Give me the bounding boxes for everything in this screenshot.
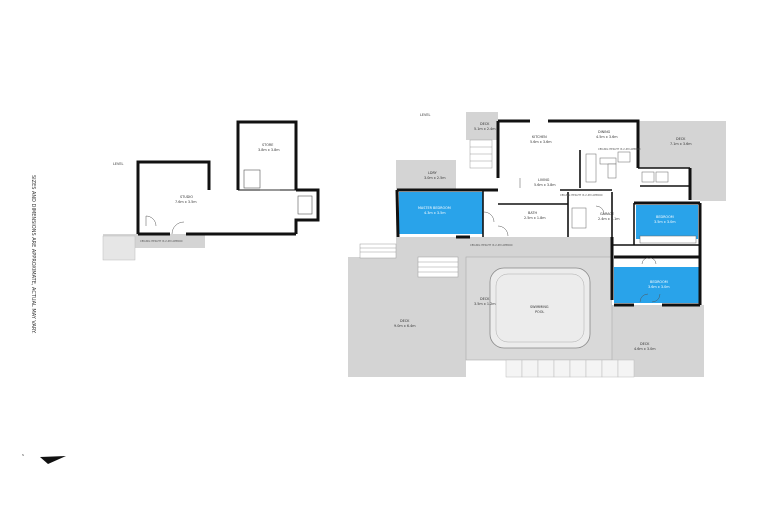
- bedroom-a: [636, 205, 698, 239]
- left-walls: [136, 120, 320, 236]
- level-label-left: LEVEL: [113, 162, 123, 166]
- north-arrow: N: [22, 453, 66, 464]
- room-dims-dining: 4.5m x 3.6m: [596, 135, 618, 139]
- room-dims-bath: 2.5m x 1.8m: [524, 216, 546, 220]
- studio-floor: [138, 122, 318, 234]
- left-building: LEVEL CEILING HEIGHT IS 2.4M APPROX STOR…: [102, 120, 320, 261]
- room-name-store: STORE: [262, 143, 273, 147]
- room-dims-bedroom-a: 3.5m x 3.0m: [654, 220, 676, 224]
- room-dims-master-bedroom: 4.3m x 3.5m: [424, 211, 446, 215]
- room-name-swimming-pool: SWIMMING: [530, 305, 549, 309]
- north-arrow-icon: [40, 456, 66, 464]
- room-name-master-bedroom: MASTER BEDROOM: [418, 206, 451, 210]
- room-dims-store: 3.8m x 3.8m: [258, 148, 280, 152]
- door-swing-left: [145, 215, 157, 227]
- kitchen-fixtures: [571, 151, 697, 244]
- compass-label: N: [22, 453, 24, 457]
- room-name-dining: DINING: [598, 130, 611, 134]
- room-dims-bedroom-b: 3.6m x 3.0m: [648, 285, 670, 289]
- room-name-studio: STUDIO: [180, 195, 193, 199]
- room-dims-deck-right: 7.1m x 3.6m: [670, 142, 692, 146]
- ceiling-note-mid: CEILING HEIGHT IS 2.4M APPROX: [560, 193, 603, 197]
- bedroom-b: [614, 267, 700, 303]
- room-name-living: LIVING: [538, 178, 550, 182]
- deck-mid-strip: [396, 237, 611, 257]
- level-label-right: LEVEL: [420, 113, 430, 117]
- room-name-deck-big: DECK: [400, 319, 410, 323]
- deck-left-strip: [396, 160, 456, 190]
- interior-walls: [482, 150, 700, 246]
- room-dims-studio: 7.6m x 3.5m: [175, 200, 197, 204]
- room-dims-deck-big: 9.0m x 6.4m: [394, 324, 416, 328]
- room-dims-deck-br: 4.6m x 3.0m: [634, 347, 656, 351]
- door-swing-left-2: [171, 221, 185, 235]
- room-dims-garage: 2.4m x 2.1m: [598, 217, 620, 221]
- room-dims-swimming-pool: POOL: [535, 310, 544, 314]
- room-dims-kitchen: 5.6m x 3.6m: [530, 140, 552, 144]
- room-name-bath: BATH: [528, 211, 537, 215]
- room-name-bedroom-b: BEDROOM: [650, 280, 668, 284]
- room-name-bedroom-a: BEDROOM: [656, 215, 674, 219]
- pavers: [505, 359, 635, 378]
- room-name-deck-mid: DECK: [480, 297, 490, 301]
- ceiling-note-lower: CEILING HEIGHT IS 2.4M APPROX: [470, 243, 513, 247]
- room-name-garage: GARAGE: [600, 212, 614, 216]
- door-swings: [483, 178, 661, 303]
- room-dims-deck-mid: 3.5m x 1.2m: [474, 302, 496, 306]
- room-dims-deck-top: 5.1m x 2.4m: [474, 127, 496, 131]
- stair-left: [243, 169, 261, 189]
- room-name-deck-right: DECK: [676, 137, 686, 141]
- room-name-laundry: LDRY: [428, 171, 438, 175]
- room-name-deck-br: DECK: [640, 342, 650, 346]
- room-name-deck-top: DECK: [480, 122, 490, 126]
- ceiling-note-left: CEILING HEIGHT IS 2.4M APPROX: [140, 239, 183, 243]
- room-name-kitchen: KITCHEN: [532, 135, 547, 139]
- swimming-pool: [489, 267, 591, 349]
- bench: [297, 195, 313, 215]
- room-dims-laundry: 3.0m x 2.5m: [424, 176, 446, 180]
- dimensions-disclaimer: SIZES AND DIMENSIONS ARE APPROXIMATE, AC…: [30, 175, 36, 334]
- main-walls: [395, 119, 702, 307]
- main-building: LEVEL: [348, 112, 726, 378]
- steps-left: [102, 235, 136, 261]
- master-bedroom: [399, 192, 483, 234]
- steps-main: [359, 139, 493, 278]
- pool-inner: [495, 273, 585, 343]
- deck-top-area: [466, 112, 498, 140]
- room-dims-living: 5.6m x 3.8m: [534, 183, 556, 187]
- ceiling-note-main: CEILING HEIGHT IS 2.4M APPROX: [598, 147, 641, 151]
